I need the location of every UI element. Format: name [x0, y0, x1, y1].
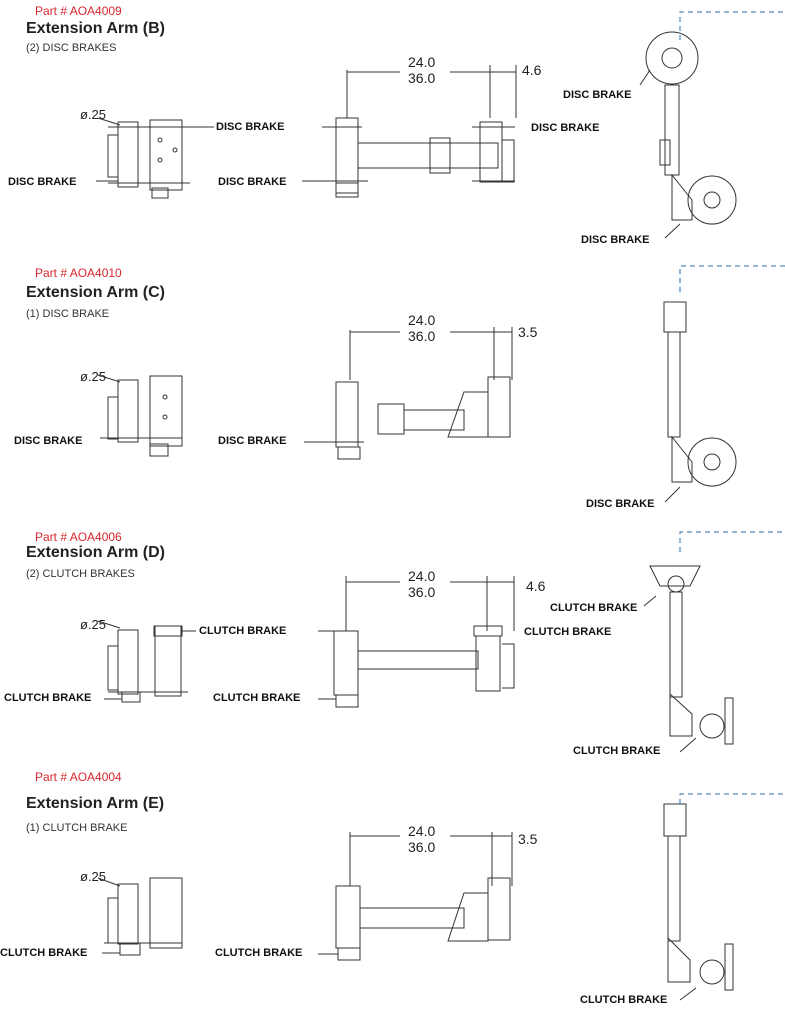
dim-offset: 4.6: [522, 62, 542, 78]
section-arm-e: Part # AOA4004 Extension Arm (E) (1) CLU…: [0, 768, 785, 1018]
brake-callout: DISC BRAKE: [531, 122, 600, 134]
section-arm-d: Part # AOA4006 Extension Arm (D) (2) CLU…: [0, 526, 785, 776]
brake-callout: CLUTCH BRAKE: [573, 745, 661, 757]
dim-min: 24.0: [408, 568, 436, 584]
arm-title: Extension Arm (C): [26, 284, 165, 301]
arm-b-drawing: [96, 11, 785, 239]
dim-offset: 3.5: [518, 324, 538, 340]
arm-e-drawing: [97, 793, 785, 1001]
brake-callout: CLUTCH BRAKE: [199, 625, 287, 637]
brake-callout: DISC BRAKE: [8, 176, 77, 188]
dim-min: 24.0: [408, 823, 436, 839]
arm-title: Extension Arm (E): [26, 795, 165, 812]
brake-callout: DISC BRAKE: [218, 435, 287, 447]
section-arm-b: Part # AOA4009 Extension Arm (B) (2) DIS…: [0, 0, 785, 250]
brake-callout: DISC BRAKE: [216, 121, 285, 133]
arm-title: Extension Arm (B): [26, 20, 165, 37]
dim-max: 36.0: [408, 584, 436, 600]
brake-callout: CLUTCH BRAKE: [0, 947, 88, 959]
diameter-label: ø.25: [80, 617, 107, 632]
dim-max: 36.0: [408, 839, 436, 855]
dim-offset: 3.5: [518, 831, 538, 847]
arm-c-drawing: [97, 265, 785, 503]
part-number: Part # AOA4006: [35, 530, 122, 544]
brake-callout: DISC BRAKE: [563, 89, 632, 101]
arm-subtitle: (2) DISC BRAKES: [26, 42, 117, 54]
dim-max: 36.0: [408, 328, 436, 344]
arm-subtitle: (1) DISC BRAKE: [26, 308, 110, 320]
brake-callout: DISC BRAKE: [218, 176, 287, 188]
dim-max: 36.0: [408, 70, 436, 86]
dim-min: 24.0: [408, 312, 436, 328]
arm-subtitle: (1) CLUTCH BRAKE: [26, 822, 128, 834]
arm-d-drawing: [97, 531, 785, 753]
diameter-label: ø.25: [80, 107, 107, 122]
part-number: Part # AOA4010: [35, 266, 122, 280]
brake-callout: CLUTCH BRAKE: [550, 602, 638, 614]
brake-callout: CLUTCH BRAKE: [580, 994, 668, 1006]
brake-callout: DISC BRAKE: [586, 498, 655, 510]
diameter-label: ø.25: [80, 369, 107, 384]
brake-callout: DISC BRAKE: [581, 234, 650, 246]
dim-offset: 4.6: [526, 578, 546, 594]
part-number: Part # AOA4009: [35, 4, 122, 18]
brake-callout: DISC BRAKE: [14, 435, 83, 447]
part-number: Part # AOA4004: [35, 770, 122, 784]
diameter-label: ø.25: [80, 869, 107, 884]
brake-callout: CLUTCH BRAKE: [215, 947, 303, 959]
arm-title: Extension Arm (D): [26, 544, 165, 561]
brake-callout: CLUTCH BRAKE: [4, 692, 92, 704]
brake-callout: CLUTCH BRAKE: [524, 626, 612, 638]
dim-min: 24.0: [408, 54, 436, 70]
arm-subtitle: (2) CLUTCH BRAKES: [26, 568, 135, 580]
brake-callout: CLUTCH BRAKE: [213, 692, 301, 704]
section-arm-c: Part # AOA4010 Extension Arm (C) (1) DIS…: [0, 262, 785, 512]
